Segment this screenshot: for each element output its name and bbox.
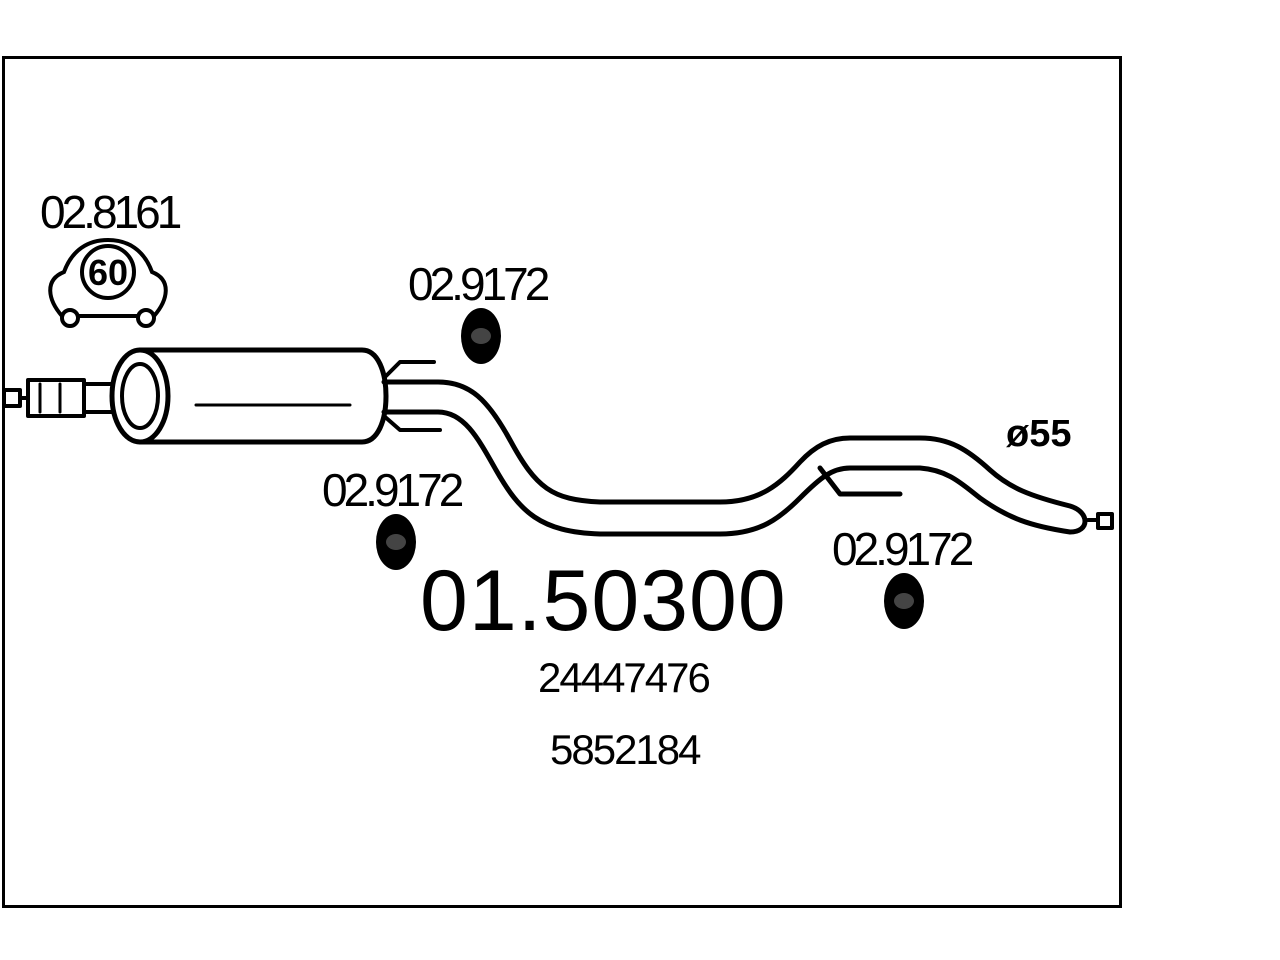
clamp-part-number: 02.8161: [40, 186, 181, 238]
oe-number-1: 24447476: [538, 654, 710, 701]
hanger-2-part-number: 02.9172: [322, 464, 463, 516]
hanger-2-icon: [376, 514, 416, 570]
hanger-3-icon: [884, 573, 924, 629]
hanger-3-part-number: 02.9172: [832, 523, 973, 575]
pipe-diameter-label: ø55: [1006, 413, 1071, 455]
exhaust-pipe-drawing: [2, 347, 1114, 537]
diagram-frame: [2, 56, 1122, 908]
clamp-icon: [48, 237, 168, 328]
hanger-1-part-number: 02.9172: [408, 258, 549, 310]
main-part-number: 01.50300: [420, 553, 787, 649]
hanger-1-icon: [461, 308, 501, 364]
oe-number-2: 5852184: [550, 726, 701, 773]
clamp-size-label: 60: [88, 252, 128, 293]
